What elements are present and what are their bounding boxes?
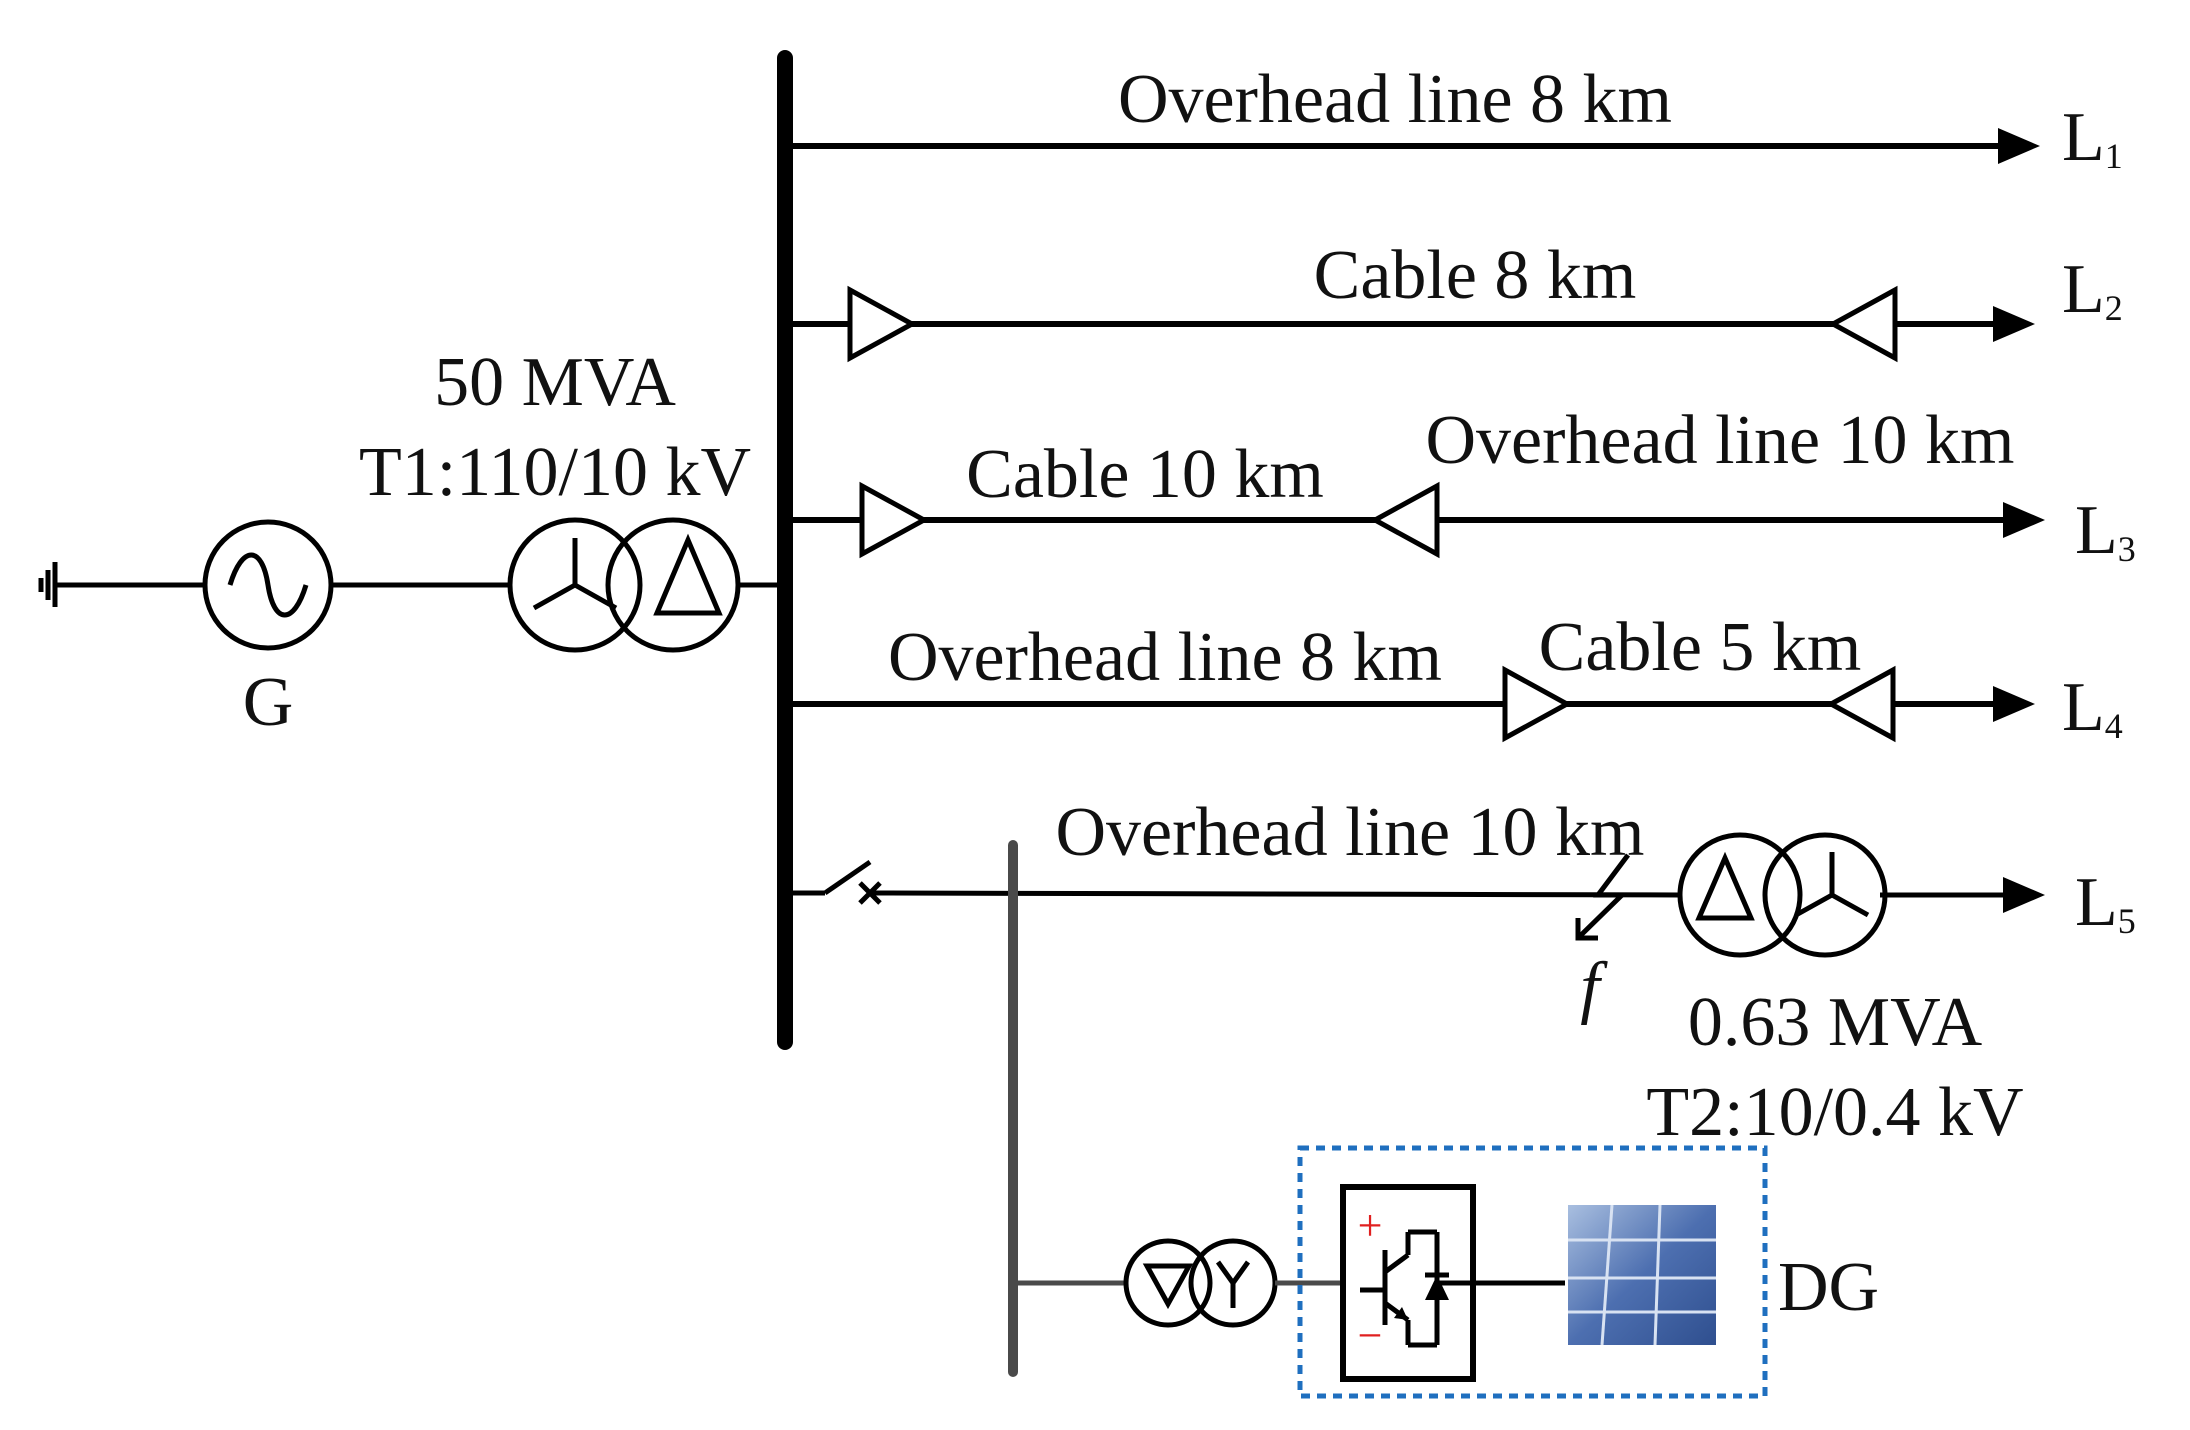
circuit-breaker-icon[interactable] [823, 859, 872, 896]
cable-termination-icon [1369, 481, 1440, 559]
feeder-4-label-overhead: Overhead line 8 km [888, 619, 1442, 696]
arrowhead-icon [2003, 502, 2045, 538]
cable-termination-icon [1825, 665, 1896, 743]
t1-ratio-label: T1:110/10 kV [359, 434, 751, 511]
feeder-3-label-overhead: Overhead line 10 km [1426, 402, 2015, 479]
solar-panel-icon [1568, 1204, 1716, 1346]
arrowhead-icon [2003, 877, 2045, 913]
inverter-minus-label: − [1358, 1311, 1383, 1360]
t2-rating-label: 0.63 MVA [1688, 984, 1983, 1061]
generator-icon [202, 519, 334, 651]
dg-boundary [1297, 1145, 1768, 1399]
cable-termination-icon [847, 285, 918, 363]
generator-label: G [243, 664, 294, 741]
feeder-1-label: Overhead line 8 km [1118, 61, 1672, 138]
feeder-4: Overhead line 8 km Cable 5 km L4 [793, 609, 2123, 746]
arrowhead-icon [1993, 686, 2035, 722]
fault-label: f [1580, 949, 1608, 1026]
load-l1-label: L1 [2062, 99, 2123, 176]
feeder-2: Cable 8 km L2 [793, 237, 2123, 363]
dg-transformer-icon [1123, 1238, 1278, 1328]
feeder-3-label-cable: Cable 10 km [966, 436, 1324, 513]
feeder-5-label: Overhead line 10 km [1056, 794, 1645, 871]
t1-rating-label: 50 MVA [434, 344, 676, 421]
inverter-icon: + − [1340, 1184, 1476, 1382]
inverter-plus-label: + [1358, 1201, 1383, 1250]
arrowhead-icon [1993, 306, 2035, 342]
load-l2-label: L2 [2062, 251, 2123, 328]
arrowhead-icon [1998, 128, 2040, 164]
ground-icon [38, 562, 58, 607]
t2-ratio-label: T2:10/0.4 kV [1646, 1074, 2023, 1151]
feeder-3: Cable 10 km Overhead line 10 km L3 [793, 402, 2136, 569]
load-l3-label: L3 [2075, 492, 2136, 569]
fault-icon [1575, 853, 1630, 941]
load-l5-label: L5 [2075, 864, 2136, 941]
transformer-t2-icon [1677, 832, 1888, 958]
feeder-5: Overhead line 10 km L5 [793, 794, 2136, 941]
cable-termination-icon [859, 481, 930, 559]
cable-termination-icon [1502, 665, 1573, 743]
dg-label: DG [1778, 1249, 1879, 1326]
feeder-4-label-cable: Cable 5 km [1539, 609, 1862, 686]
feeder-2-label: Cable 8 km [1314, 237, 1637, 314]
cable-termination-icon [1827, 285, 1898, 363]
transformer-t1-icon [507, 517, 741, 653]
feeder-1: Overhead line 8 km L1 [793, 61, 2123, 176]
load-l4-label: L4 [2062, 669, 2123, 746]
